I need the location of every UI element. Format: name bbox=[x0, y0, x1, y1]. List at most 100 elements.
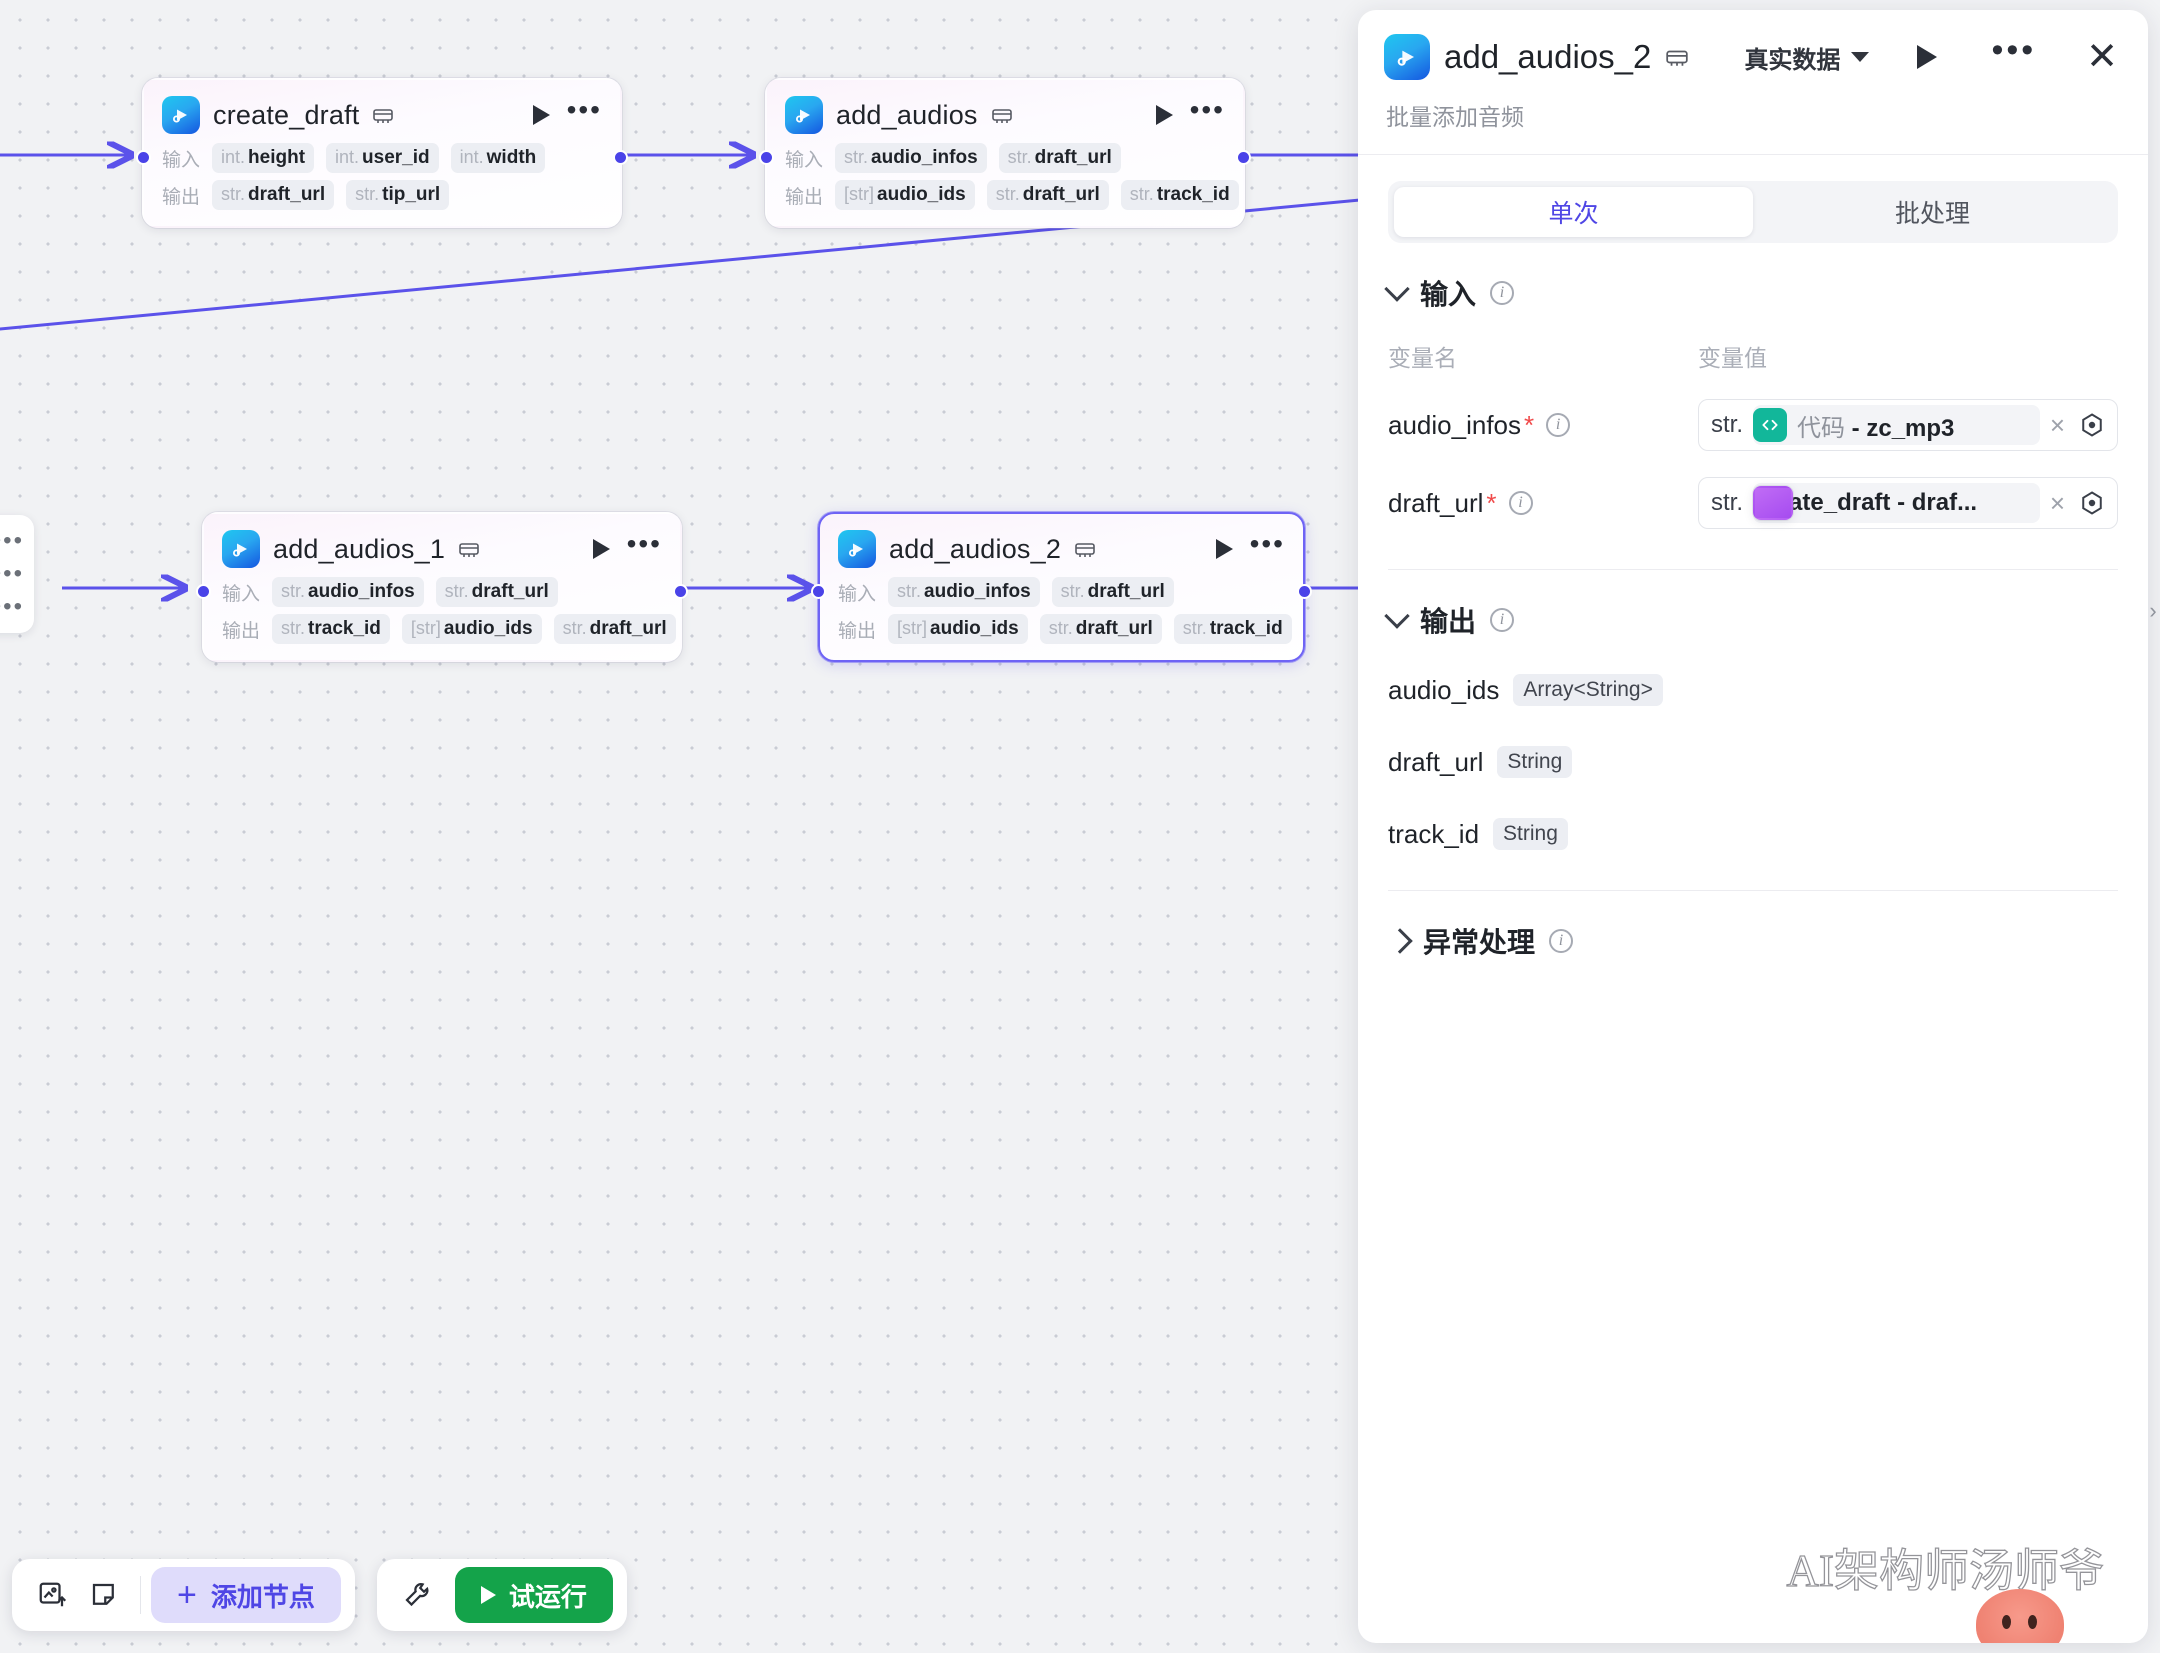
node-output-port[interactable] bbox=[1236, 150, 1251, 165]
list-item: track_id String bbox=[1388, 818, 2118, 850]
info-icon[interactable]: i bbox=[1490, 281, 1515, 305]
watermark-text: AI架构师汤师爷 bbox=[1786, 1545, 2105, 1596]
node-run-icon[interactable] bbox=[592, 539, 610, 559]
node-header: add_audios_2 ••• bbox=[838, 528, 1285, 570]
node-output-port[interactable] bbox=[613, 150, 628, 165]
io-chip: str.audio_infos bbox=[888, 577, 1040, 607]
test-run-button[interactable]: 试运行 bbox=[454, 1567, 613, 1623]
node-add-audios[interactable]: add_audios ••• 输入 str.audio_infos str.dr… bbox=[759, 78, 1251, 228]
tab-batch[interactable]: 批处理 bbox=[1894, 200, 1970, 228]
wrench-icon[interactable] bbox=[391, 1569, 443, 1621]
toolbar-left-group: + 添加节点 bbox=[12, 1559, 355, 1631]
list-item: audio_ids Array<String> bbox=[1388, 674, 2118, 706]
node-title: create_draft bbox=[213, 99, 360, 130]
play-icon bbox=[480, 1586, 496, 1604]
output-list: audio_ids Array<String> draft_url String… bbox=[1388, 674, 2118, 850]
stub-more-icon-3[interactable]: ••• bbox=[0, 592, 24, 620]
outputs-label: 输出 bbox=[222, 620, 261, 642]
add-node-label: 添加节点 bbox=[210, 1581, 315, 1612]
panel-title: add_audios_2 bbox=[1444, 38, 1652, 75]
section-divider bbox=[1388, 569, 2118, 570]
io-chip: str.audio_infos bbox=[272, 577, 424, 607]
node-outputs-row: 输出 str.track_id [str]audio_ids str.draft… bbox=[222, 614, 676, 644]
test-run-label: 试运行 bbox=[508, 1581, 587, 1612]
node-more-icon[interactable]: ••• bbox=[1249, 528, 1285, 559]
variable-value-input[interactable]: str. 代码 - zc_mp3 × bbox=[1698, 399, 2118, 451]
node-inputs-row: 输入 str.audio_infos str.draft_url bbox=[222, 577, 662, 607]
node-input-port[interactable] bbox=[759, 150, 774, 165]
output-section-header[interactable]: 输出 i bbox=[1384, 600, 2118, 640]
chevron-down-icon bbox=[1384, 276, 1410, 302]
outputs-label: 输出 bbox=[162, 186, 201, 208]
node-more-icon[interactable]: ••• bbox=[626, 528, 662, 559]
io-chip: str.draft_url bbox=[1051, 577, 1174, 607]
node-create-draft[interactable]: create_draft ••• 输入 int.height int.user_… bbox=[136, 78, 628, 228]
reference-text: 代码 - zc_mp3 bbox=[1797, 414, 1955, 442]
node-output-port[interactable] bbox=[673, 584, 688, 599]
tab-single[interactable]: 单次 bbox=[1394, 187, 1753, 237]
io-chip: str.audio_infos bbox=[835, 143, 987, 173]
variable-picker-icon[interactable] bbox=[2075, 408, 2109, 442]
plugin-badge-icon bbox=[458, 539, 480, 559]
input-section: 输入 i 变量名 变量值 audio_infos * i str. bbox=[1358, 243, 2148, 570]
node-add-audios-2[interactable]: add_audios_2 ••• 输入 str.audio_infos str.… bbox=[811, 512, 1312, 662]
code-icon bbox=[1753, 408, 1788, 442]
node-run-icon[interactable] bbox=[1215, 539, 1233, 559]
plugin-icon bbox=[838, 530, 876, 568]
variable-name: draft_url bbox=[1388, 487, 1484, 518]
mode-tabs: 单次 批处理 bbox=[1388, 181, 2118, 243]
exception-section-header[interactable]: 异常处理 i bbox=[1387, 921, 2118, 961]
plugin-badge-icon bbox=[1665, 46, 1689, 68]
node-more-icon[interactable]: ••• bbox=[1189, 94, 1225, 125]
clear-icon[interactable]: × bbox=[2049, 409, 2065, 440]
sticky-note-icon[interactable] bbox=[78, 1569, 130, 1621]
panel-collapse-handle[interactable]: › bbox=[2149, 598, 2157, 623]
node-inputs-row: 输入 int.height int.user_id int.width bbox=[162, 143, 602, 173]
add-node-button[interactable]: + 添加节点 bbox=[151, 1567, 341, 1623]
node-inputs-row: 输入 str.audio_infos str.draft_url bbox=[785, 143, 1225, 173]
panel-divider bbox=[1358, 154, 2148, 155]
node-output-port[interactable] bbox=[1297, 584, 1312, 599]
stub-more-icon-1[interactable]: ••• bbox=[0, 527, 24, 555]
close-icon[interactable]: ✕ bbox=[2086, 36, 2118, 78]
data-source-select[interactable]: 真实数据 bbox=[1744, 40, 1870, 75]
variable-picker-icon[interactable] bbox=[2075, 486, 2109, 520]
node-run-icon[interactable] bbox=[532, 105, 550, 125]
io-chip: int.width bbox=[450, 143, 546, 173]
node-title: add_audios_1 bbox=[273, 533, 446, 564]
exception-section: 异常处理 i bbox=[1358, 891, 2148, 961]
node-run-icon[interactable] bbox=[1155, 105, 1173, 125]
info-icon[interactable]: i bbox=[1546, 413, 1571, 437]
output-type: String bbox=[1497, 746, 1573, 778]
input-section-header[interactable]: 输入 i bbox=[1384, 273, 2118, 313]
node-more-icon[interactable]: ••• bbox=[566, 94, 602, 125]
io-chip: int.user_id bbox=[326, 143, 439, 173]
node-input-port[interactable] bbox=[196, 584, 211, 599]
info-icon[interactable]: i bbox=[1508, 491, 1533, 515]
io-chip: str.tip_url bbox=[346, 180, 450, 210]
output-name: audio_ids bbox=[1388, 674, 1500, 705]
panel-run-icon[interactable] bbox=[1917, 45, 1938, 69]
list-item: draft_url String bbox=[1388, 746, 2118, 778]
clear-icon[interactable]: × bbox=[2049, 487, 2065, 518]
image-upload-icon[interactable] bbox=[26, 1569, 78, 1621]
collapsed-node-stub[interactable]: ••• ••• ••• bbox=[0, 515, 34, 633]
workflow-canvas[interactable]: ••• ••• ••• create_draft bbox=[0, 0, 1360, 1653]
panel-subtitle: 批量添加音频 bbox=[1386, 104, 1524, 130]
outputs-label: 输出 bbox=[785, 186, 824, 208]
node-input-port[interactable] bbox=[811, 584, 826, 599]
info-icon[interactable]: i bbox=[1549, 929, 1574, 953]
inputs-label: 输入 bbox=[838, 583, 877, 605]
type-label: str. bbox=[1711, 489, 1744, 516]
info-icon[interactable]: i bbox=[1490, 608, 1515, 632]
variable-value-input[interactable]: str. create_draft - draf... × bbox=[1698, 477, 2118, 529]
reference-pill[interactable]: create_draft - draf... bbox=[1753, 483, 2040, 523]
node-input-port[interactable] bbox=[136, 150, 151, 165]
section-divider bbox=[1388, 890, 2118, 891]
node-add-audios-1[interactable]: add_audios_1 ••• 输入 str.audio_infos str.… bbox=[196, 512, 688, 662]
stub-more-icon-2[interactable]: ••• bbox=[0, 559, 24, 587]
table-row: draft_url * i str. create_draft bbox=[1388, 477, 2118, 529]
input-variables-table: 变量名 变量值 audio_infos * i str. bbox=[1388, 339, 2118, 529]
panel-more-icon[interactable]: ••• bbox=[1991, 31, 2037, 69]
reference-pill[interactable]: 代码 - zc_mp3 bbox=[1753, 405, 2040, 445]
